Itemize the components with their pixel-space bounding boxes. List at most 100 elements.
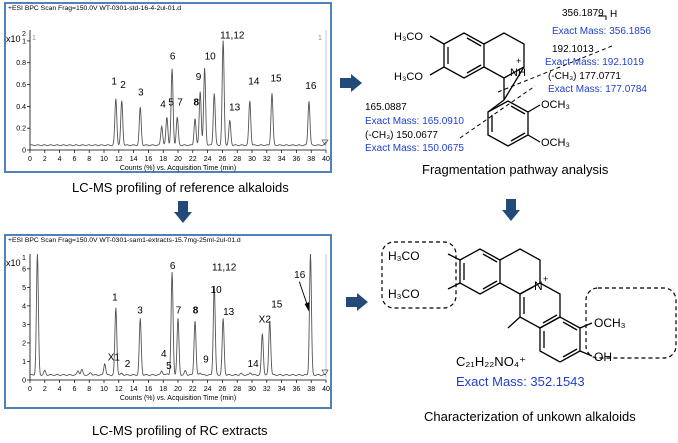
x-tick-label: 30 bbox=[248, 156, 256, 163]
peak-label: 1 bbox=[112, 292, 118, 303]
parent-exact: Exact Mass: 356.1856 bbox=[552, 26, 651, 37]
peak-label: 15 bbox=[271, 73, 283, 84]
peak-label: 3 bbox=[137, 305, 143, 316]
peak-label: 9 bbox=[196, 72, 202, 83]
x-tick-label: 18 bbox=[159, 386, 167, 393]
x-tick-label: 24 bbox=[204, 386, 212, 393]
peak-label: 8 bbox=[194, 97, 200, 108]
y-tick-label: 6 bbox=[22, 266, 26, 273]
peak-label: 4 bbox=[160, 99, 166, 110]
x-axis-label: Counts (%) vs. Acquisition Time (min) bbox=[120, 395, 236, 402]
y-tick-label: 0 bbox=[22, 378, 26, 385]
arrow-down-left bbox=[174, 201, 192, 223]
x-tick-label: 24 bbox=[204, 156, 212, 163]
corner-right-label: 1 bbox=[318, 35, 322, 42]
x-tick-label: 8 bbox=[87, 386, 91, 393]
frag1-exact: Exact Mass: 192.1019 bbox=[545, 57, 644, 68]
x-tick-label: 16 bbox=[145, 386, 153, 393]
n-plus-label: N bbox=[534, 279, 543, 293]
peak-label: 1 bbox=[111, 77, 117, 88]
frag1-ch3-exact: Exact Mass: 177.0784 bbox=[548, 84, 647, 95]
parent-h-charge: H bbox=[610, 9, 617, 20]
h3co-top-label: H₃CO bbox=[394, 31, 423, 43]
chromatogram-trace bbox=[29, 40, 327, 147]
x-tick-label: 2 bbox=[43, 156, 47, 163]
arrow-right-top bbox=[340, 74, 362, 92]
peak-label: 2 bbox=[125, 359, 131, 370]
chromatogram-trace bbox=[29, 253, 327, 376]
peak-label: 7 bbox=[176, 305, 182, 316]
frag2-mass: 165.0887 bbox=[365, 102, 407, 113]
peak-label: 8 bbox=[193, 305, 199, 316]
y-scale-label: x10 bbox=[6, 34, 21, 44]
x-tick-label: 12 bbox=[115, 386, 123, 393]
x-tick-label: 16 bbox=[145, 156, 153, 163]
h3co-bottom-label: H₃CO bbox=[394, 71, 423, 83]
h3co-top-label-2: H₃CO bbox=[388, 249, 420, 263]
x-tick-label: 26 bbox=[219, 156, 227, 163]
arrow-right-bottom bbox=[346, 293, 368, 311]
peak-label: 6 bbox=[170, 261, 176, 272]
peak-label: 16 bbox=[294, 270, 306, 281]
x-tick-label: 4 bbox=[58, 156, 62, 163]
x-tick-label: 22 bbox=[189, 386, 197, 393]
x-tick-label: 38 bbox=[307, 156, 315, 163]
peak-label: 6 bbox=[170, 51, 176, 62]
x-tick-label: 6 bbox=[72, 386, 76, 393]
nh-plus-label: + bbox=[516, 56, 521, 66]
y-scale-exponent: 1 bbox=[22, 255, 26, 262]
x-tick-label: 32 bbox=[263, 156, 271, 163]
x-tick-label: 36 bbox=[293, 386, 301, 393]
y-tick-label: 0.2 bbox=[16, 126, 26, 133]
x-tick-label: 36 bbox=[293, 156, 301, 163]
peak-label: X1 bbox=[108, 353, 121, 364]
y-tick-label: 0.4 bbox=[16, 104, 26, 111]
y-tick-label: 0.8 bbox=[16, 60, 26, 67]
y-tick-label: 1 bbox=[22, 38, 26, 45]
peak-label: 3 bbox=[138, 87, 144, 98]
top-chart-caption: LC-MS profiling of reference alkaloids bbox=[72, 180, 289, 195]
y-tick-label: 0.6 bbox=[16, 82, 26, 89]
peak-label: 4 bbox=[161, 349, 167, 360]
bottom-chart-caption: LC-MS profiling of RC extracts bbox=[92, 423, 268, 438]
frag1-mass: 192.1013 bbox=[552, 44, 594, 55]
x-tick-label: 2 bbox=[43, 386, 47, 393]
x-tick-label: 34 bbox=[278, 156, 286, 163]
x-tick-label: 10 bbox=[100, 386, 108, 393]
frag2-ch3-mass: (-CH₃) 150.0677 bbox=[365, 130, 438, 141]
chart-header: +ESI BPC Scan Frag=150.0V WT-0301-sam1-e… bbox=[8, 237, 241, 244]
bottom-chart: +ESI BPC Scan Frag=150.0V WT-0301-sam1-e… bbox=[6, 237, 330, 402]
y-tick-label: 1 bbox=[22, 359, 26, 366]
x-tick-label: 10 bbox=[100, 156, 108, 163]
peak-label: 10 bbox=[211, 285, 223, 296]
x-tick-label: 30 bbox=[248, 386, 256, 393]
end-marker bbox=[321, 139, 329, 146]
peak-label: 5 bbox=[166, 361, 172, 372]
y-tick-label: 3 bbox=[22, 322, 26, 329]
frag2-ch3-exact: Exact Mass: 150.0675 bbox=[365, 143, 464, 154]
unknown-alkaloid-structure: H₃CO H₃CO N + OCH₃ OH C₂₁H₂₂NO₄⁺ Exact M… bbox=[381, 241, 677, 389]
y-tick-label: 0 bbox=[22, 148, 26, 155]
peak-label: 14 bbox=[248, 359, 260, 370]
x-tick-label: 20 bbox=[174, 386, 182, 393]
arrow-down-right bbox=[502, 199, 520, 221]
peak-label: 13 bbox=[229, 103, 241, 114]
y-scale-exponent: 2 bbox=[22, 31, 26, 38]
peak-label: 11,12 bbox=[212, 263, 237, 274]
x-tick-label: 0 bbox=[28, 386, 32, 393]
x-tick-label: 14 bbox=[130, 156, 138, 163]
oh-label: OH bbox=[594, 350, 612, 364]
x-tick-label: 20 bbox=[174, 156, 182, 163]
x-tick-label: 26 bbox=[219, 386, 227, 393]
x-tick-label: 34 bbox=[278, 386, 286, 393]
peak-label: 11,12 bbox=[220, 31, 245, 42]
formula-label: C₂₁H₂₂NO₄⁺ bbox=[456, 354, 526, 369]
peak-label: 13 bbox=[223, 307, 235, 318]
peak-label: 5 bbox=[168, 97, 174, 108]
top-chart: +ESI BPC Scan Frag=150.0V WT-0301-std-16… bbox=[6, 5, 330, 172]
exact-mass-label: Exact Mass: 352.1543 bbox=[456, 374, 585, 389]
y-scale-label: x10 bbox=[6, 258, 21, 268]
x-tick-label: 22 bbox=[189, 156, 197, 163]
x-axis-label: Counts (%) vs. Acquisition Time (min) bbox=[120, 165, 236, 172]
y-tick-label: 4 bbox=[22, 303, 26, 310]
